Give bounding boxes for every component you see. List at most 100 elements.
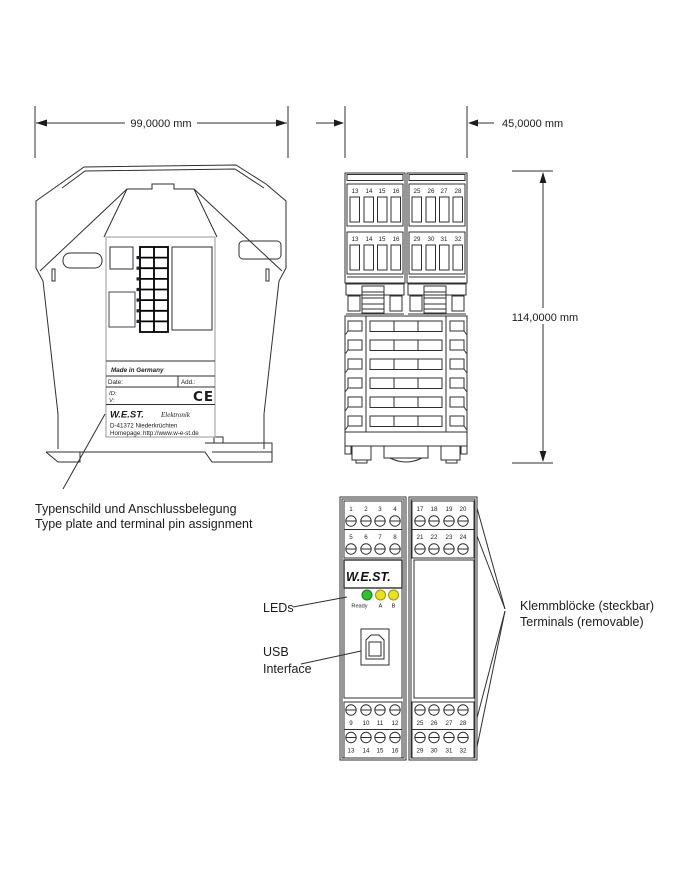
terminal-group-top-left: 1 2 3 4 5 6 7 8 (343, 500, 403, 559)
terminal-number: 27 (441, 188, 448, 195)
terminal-number: 17 (417, 506, 424, 513)
top-view-terminal-block-left: 13 14 15 16 13 14 15 16 (344, 172, 406, 284)
v-label: V: (109, 398, 115, 404)
terminal-number: 1 (349, 506, 353, 513)
terminal-number: 22 (431, 534, 438, 541)
leds-label: LEDs (263, 601, 294, 615)
led-b (388, 589, 399, 601)
side-view: Made in Germany Date: Add.: ID: V: CE W.… (35, 164, 287, 490)
usb-leader-line (300, 650, 362, 665)
dim-width-top-text: 45,0000 mm (502, 118, 563, 130)
terminal-number: 30 (431, 748, 438, 755)
terminal-number: 3 (378, 506, 382, 513)
front-right-panel (413, 559, 475, 699)
type-plate-leader-line (62, 413, 106, 490)
terminal-number: 31 (441, 236, 448, 243)
terminal-number: 21 (417, 534, 424, 541)
status-leds: Ready A B (351, 589, 399, 610)
terminal-number: 25 (414, 188, 421, 195)
terminal-number: 15 (379, 188, 386, 195)
terminal-number: 16 (392, 748, 399, 755)
terminal-number: 9 (349, 720, 353, 727)
front-view: 1 2 3 4 5 6 7 8 17 18 19 20 21 22 23 24 (339, 496, 478, 761)
terminal-number: 26 (428, 188, 435, 195)
homepage-label: Homepage: (110, 430, 142, 437)
terminals-leader-line (476, 610, 506, 719)
terminal-number: 10 (363, 720, 370, 727)
terminals-leader-line (476, 535, 506, 610)
side-view-outline (35, 164, 287, 463)
terminal-number: 5 (349, 534, 353, 541)
terminal-number: 26 (431, 720, 438, 727)
type-plate-caption-en: Type plate and terminal pin assignment (35, 517, 253, 531)
brand-suffix-text: Elektronik (160, 411, 191, 419)
terminal-number: 6 (364, 534, 368, 541)
terminal-number: 23 (446, 534, 453, 541)
terminal-number: 15 (377, 748, 384, 755)
terminal-group-top-right: 17 18 19 20 21 22 23 24 (411, 500, 475, 559)
vent-slots (369, 320, 443, 427)
terminal-number: 30 (428, 236, 435, 243)
terminal-number: 14 (366, 236, 373, 243)
terminals-leader-line (476, 610, 506, 748)
terminal-number: 2 (364, 506, 368, 513)
terminal-number: 29 (414, 236, 421, 243)
dimension-height: 114,0000 mm (509, 170, 579, 464)
leds-leader-line (292, 596, 348, 608)
dimension-width-top: 45,0000 mm (316, 106, 563, 158)
terminal-number: 16 (393, 236, 400, 243)
terminal-number: 8 (393, 534, 397, 541)
terminal-number: 28 (455, 188, 462, 195)
terminals-leader-line (476, 507, 506, 610)
led-a (375, 589, 386, 601)
brand-plate-front: W.E.ST. (343, 559, 403, 589)
usb-connector-icon (360, 628, 390, 666)
homepage-url: http://www.w-e-st.de (143, 430, 199, 437)
led-ready (361, 589, 373, 601)
type-plate: Made in Germany Date: Add.: ID: V: CE W.… (105, 236, 216, 438)
led-a-label: A (379, 604, 383, 610)
terminal-number: 18 (431, 506, 438, 513)
terminal-group-bottom-left: 9 10 11 12 13 14 15 16 (343, 701, 403, 759)
usb-label-line2: Interface (263, 662, 312, 676)
date-label: Date: (108, 379, 123, 386)
terminals-caption-de: Klemmblöcke (steckbar) (520, 599, 654, 613)
terminal-number: 12 (392, 720, 399, 727)
led-ready-label: Ready (351, 604, 367, 610)
annotation-leds: LEDs (263, 596, 348, 615)
terminal-number: 13 (352, 236, 359, 243)
brand-logo-text-front: W.E.ST. (346, 570, 391, 584)
terminal-number: 31 (446, 748, 453, 755)
top-view: 13 14 15 16 13 14 15 16 25 26 27 28 29 3… (344, 172, 468, 464)
terminal-number: 13 (352, 188, 359, 195)
terminal-number: 20 (460, 506, 467, 513)
top-view-housing-body (344, 315, 468, 433)
terminal-number: 14 (366, 188, 373, 195)
dimension-width-side: 99,0000 mm (34, 106, 289, 158)
connector-grid-icon (136, 246, 169, 333)
cooling-fins (345, 320, 467, 430)
top-view-latch-band (345, 283, 467, 315)
ce-mark: CE (193, 389, 214, 405)
address-text: D-41372 Niederkrüchten (110, 423, 178, 430)
terminal-number: 32 (460, 748, 467, 755)
terminal-number: 29 (417, 748, 424, 755)
dim-height-text: 114,0000 mm (512, 312, 578, 324)
terminal-number: 32 (455, 236, 462, 243)
terminal-number: 15 (379, 236, 386, 243)
brand-logo-text: W.E.ST. (110, 410, 144, 421)
terminal-number: 16 (393, 188, 400, 195)
dim-width-side-text: 99,0000 mm (130, 118, 191, 130)
terminal-number: 24 (460, 534, 467, 541)
terminal-group-bottom-right: 25 26 27 28 29 30 31 32 (411, 701, 475, 759)
annotation-usb: USB Interface (263, 645, 362, 676)
annotation-terminals: Klemmblöcke (steckbar) Terminals (remova… (476, 507, 654, 748)
made-in-germany-text: Made in Germany (111, 367, 164, 374)
terminal-number: 4 (393, 506, 397, 513)
annotation-type-plate: Typenschild und Anschlussbelegung Type p… (35, 502, 253, 531)
top-view-din-feet (344, 431, 468, 464)
led-b-label: B (392, 604, 396, 610)
terminal-number: 27 (446, 720, 453, 727)
